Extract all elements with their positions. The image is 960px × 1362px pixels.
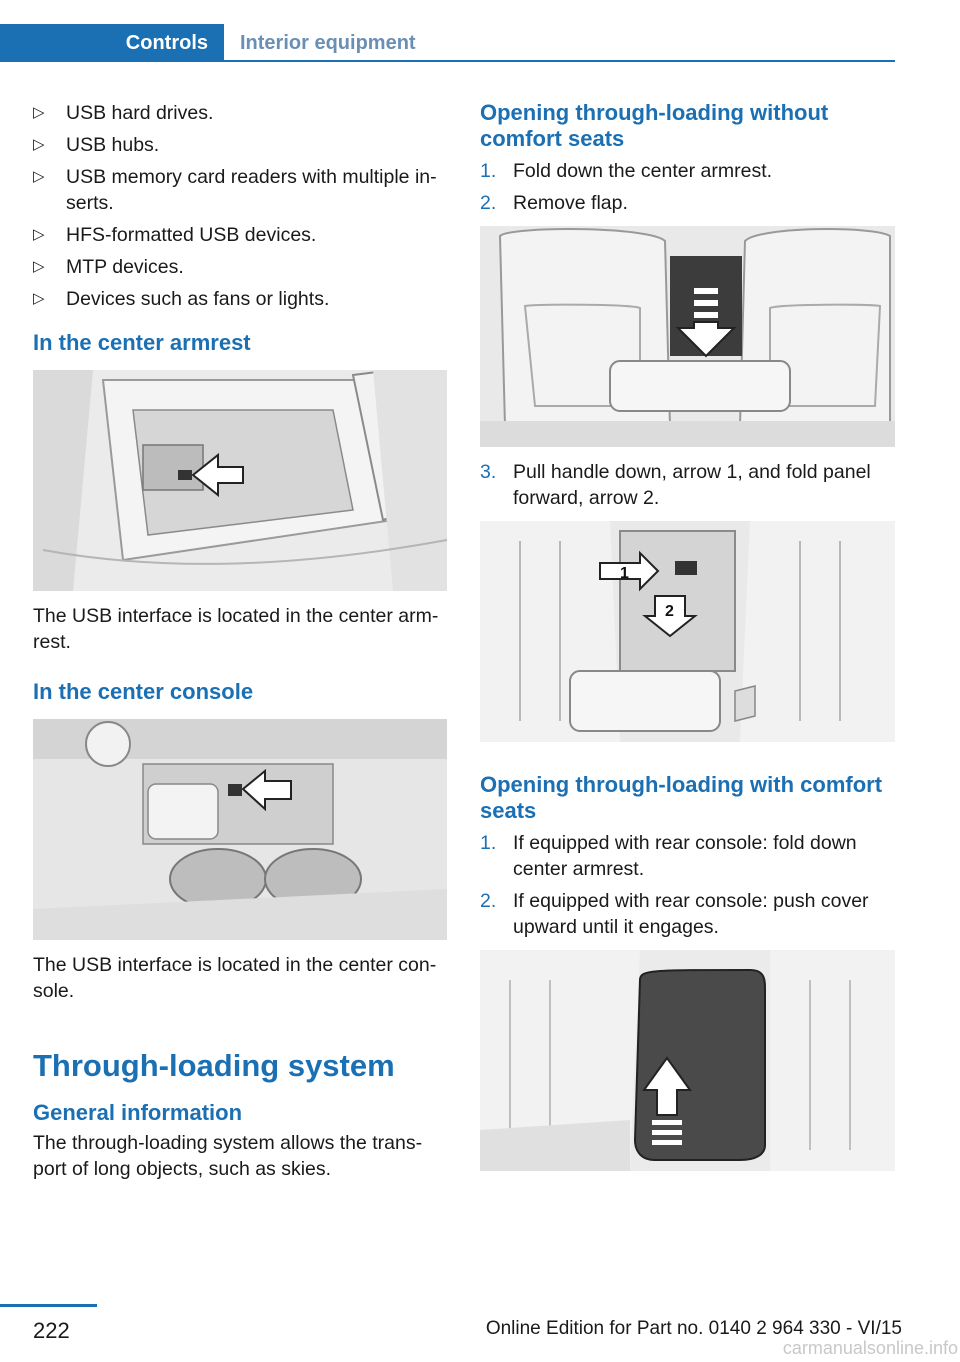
watermark-text: carmanualsonline.info — [782, 1338, 958, 1358]
right-column: Opening through-loading without comfort … — [480, 100, 895, 1171]
left-column: ▷USB hard drives. ▷USB hubs. ▷USB memory… — [33, 100, 447, 1182]
armrest-illustration — [33, 370, 447, 591]
list-item: 1.If equipped with rear console: fold do… — [480, 832, 857, 880]
footer-rule — [0, 1304, 97, 1307]
triangle-bullet-icon: ▷ — [33, 258, 45, 275]
fig-label-1: 1 — [620, 565, 629, 582]
list-item: ▷MTP devices. — [33, 256, 184, 278]
general-information-heading: General information — [33, 1100, 243, 1125]
subsection-title: Interior equipment — [240, 32, 416, 54]
section-title: Controls — [125, 31, 208, 54]
page-number: 222 — [33, 1318, 70, 1343]
list-item: ▷USB memory card readers with multiple i… — [33, 166, 437, 214]
list-item: ▷USB hard drives. — [33, 102, 214, 124]
header-rule — [0, 60, 895, 62]
step-three: 3.Pull handle down, arrow 1, and fold pa… — [480, 459, 895, 511]
without-comfort-heading: Opening through-loading without comfort … — [480, 100, 829, 151]
console-heading: In the center console — [33, 679, 254, 704]
without-comfort-steps: 1.Fold down the center armrest. 2.Remove… — [480, 158, 895, 216]
list-item: 2.If equipped with rear console: push co… — [480, 890, 869, 938]
triangle-bullet-icon: ▷ — [33, 168, 45, 185]
section-tab: Controls — [0, 24, 224, 62]
list-item: ▷USB hubs. — [33, 134, 160, 156]
through-loading-heading: Through-loading system — [33, 1048, 395, 1083]
list-item: ▷Devices such as fans or lights. — [33, 288, 330, 310]
fold-panel-illustration: 1 2 — [480, 521, 895, 742]
with-comfort-steps: 1.If equipped with rear console: fold do… — [480, 830, 895, 940]
console-illustration — [33, 719, 447, 940]
edition-text: Online Edition for Part no. 0140 2 964 3… — [485, 1318, 902, 1339]
console-text: The USB interface is located in the cent… — [33, 954, 437, 1002]
list-item: 1.Fold down the center armrest. — [480, 160, 773, 182]
armrest-text: The USB interface is located in the cent… — [33, 605, 439, 653]
push-cover-illustration — [480, 950, 895, 1171]
triangle-bullet-icon: ▷ — [33, 226, 45, 243]
with-comfort-heading: Opening through-loading with comfort sea… — [480, 772, 883, 823]
fig-label-2: 2 — [665, 603, 674, 620]
triangle-bullet-icon: ▷ — [33, 136, 45, 153]
list-item: 2.Remove flap. — [480, 192, 628, 214]
triangle-bullet-icon: ▷ — [33, 290, 45, 307]
list-item: 3.Pull handle down, arrow 1, and fold pa… — [480, 461, 871, 509]
usb-unsupported-list: ▷USB hard drives. ▷USB hubs. ▷USB memory… — [33, 100, 447, 312]
remove-flap-illustration — [480, 226, 895, 447]
triangle-bullet-icon: ▷ — [33, 104, 45, 121]
general-information-text: The through-loading system allows the tr… — [33, 1132, 423, 1180]
list-item: ▷HFS-formatted USB devices. — [33, 224, 317, 246]
armrest-heading: In the center armrest — [33, 330, 251, 355]
page-header: Controls Interior equipment — [0, 24, 895, 62]
